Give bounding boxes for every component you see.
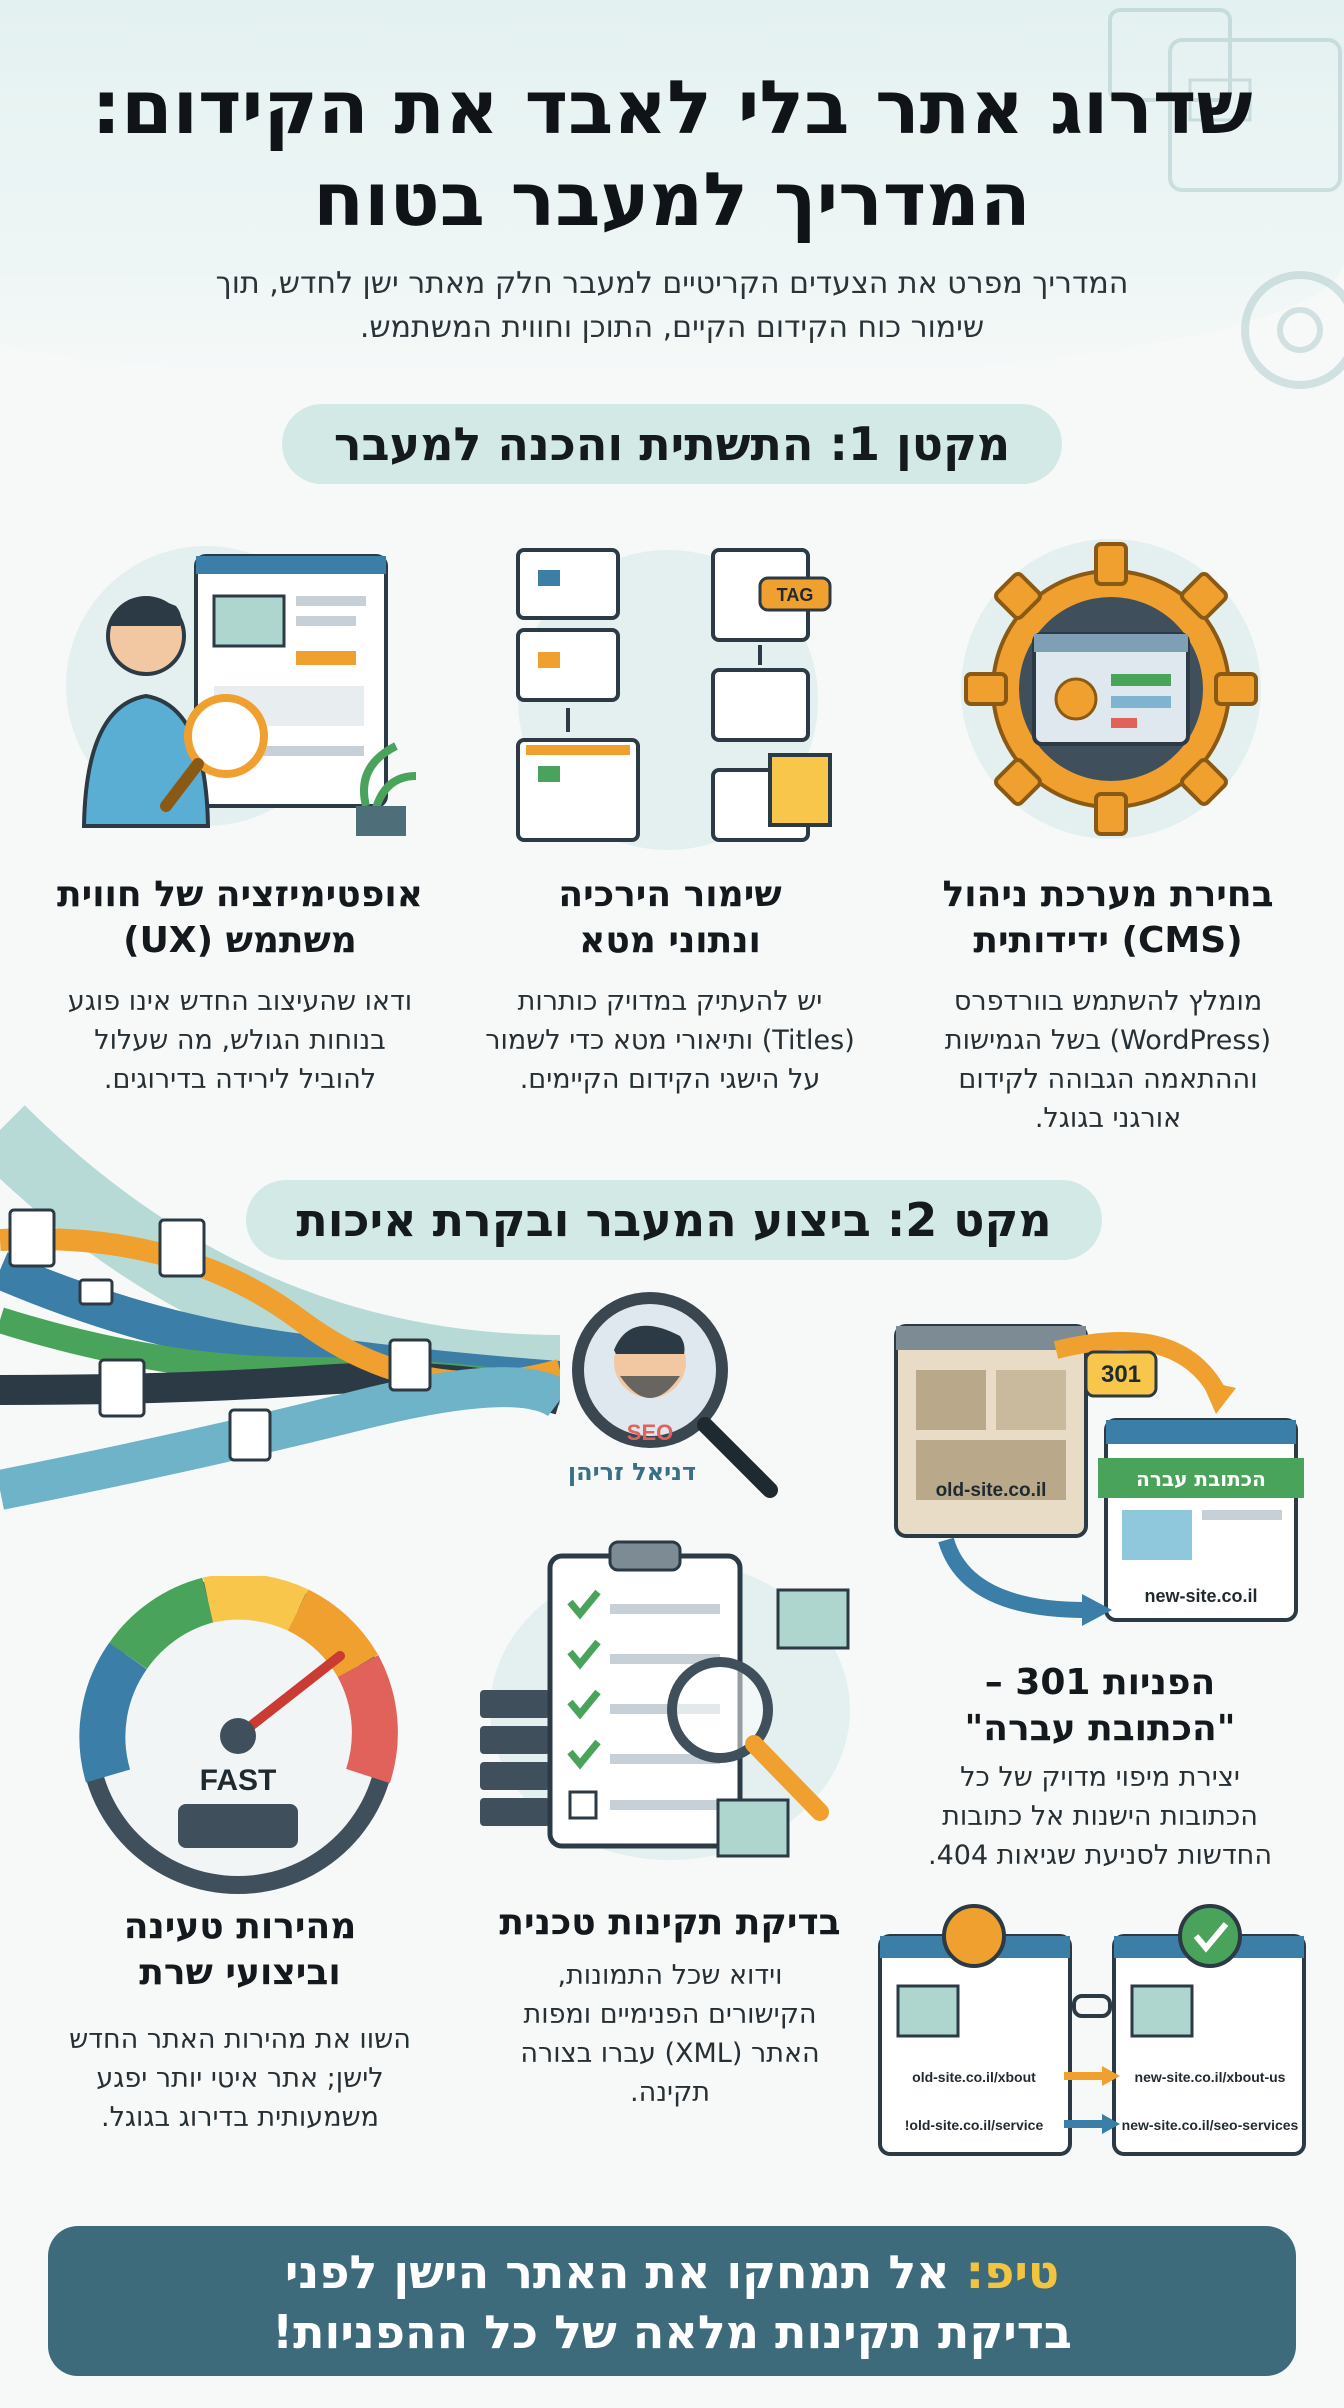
card-cms-body-line: מומלץ להשתמש בוורדפרס	[953, 986, 1263, 1017]
card-technical-title: בדיקת תקינות טכנית	[460, 1900, 880, 1946]
card-speed-title-line2: וביצועי שרת	[139, 1952, 341, 1993]
card-ux-body-line: בנוחות הגולש, מה שעלול	[94, 1025, 386, 1056]
title-line-2: המדריך למעבר בטוח	[313, 157, 1031, 243]
card-301-title-line2: "הכתובת עברה"	[964, 1708, 1236, 1749]
new-url-2: new-site.co.il/seo-services	[1122, 2117, 1299, 2133]
card-cms-body-line: וההתאמה הגבוהה לקידום	[958, 1064, 1258, 1095]
card-ux-body-line: ודאו שהעיצוב החדש אינו פוגע	[67, 986, 413, 1017]
subtitle-line-2: שימור כוח הקידום הקיים, התוכן וחווית המש…	[359, 310, 985, 345]
card-hierarchy-title-line2: ונתוני מטא	[579, 920, 761, 961]
card-301-title-line1: הפניות 301 –	[984, 1662, 1216, 1703]
card-technical-title-line1: בדיקת תקינות טכנית	[499, 1902, 841, 1943]
ux-person-icon	[66, 546, 417, 836]
card-hierarchy-body-line: על הישגי הקידום הקיימים.	[519, 1064, 821, 1095]
page-title: שדרוג אתר בלי לאבד את הקידום: המדריך למע…	[0, 62, 1344, 246]
author-name: דניאל זריהן	[567, 1458, 697, 1486]
checklist-icon	[480, 1540, 850, 1860]
card-technical-body: וידוא שכל התמונות, הקישורים הפנימיים ומפ…	[460, 1956, 880, 2112]
card-cms-body: מומלץ להשתמש בוורדפרס (WordPress) בשל הג…	[900, 982, 1316, 1138]
card-hierarchy-body-line: יש להעתיק במדויק כותרות	[517, 986, 823, 1017]
card-ux-title: אופטימיזציה של חווית משתמש (UX)	[30, 872, 450, 964]
old-site-label: old-site.co.il	[936, 1480, 1047, 1501]
title-line-1: שדרוג אתר בלי לאבד את הקידום:	[91, 65, 1253, 151]
card-technical-body-line: וידוא שכל התמונות,	[557, 1960, 783, 1991]
section1-heading: מקטן 1: התשתית והכנה למעבר	[282, 404, 1062, 484]
speed-label: FAST	[200, 1764, 277, 1797]
card-301-body-line: החדשות לסניעת שגיאות 404.	[928, 1840, 1272, 1871]
card-cms-title-line1: בחירת מערכת ניהול	[942, 874, 1274, 915]
card-301-body-line: הכתובות הישנות אל כתובות	[942, 1801, 1258, 1832]
seo-badge: SEO	[627, 1420, 673, 1445]
card-ux-body-line: להוביל לירידה בדירוגים.	[103, 1064, 377, 1095]
redirect-301-icon: old-site.co.il 301 הכתובת עברה new-site.…	[894, 1324, 1304, 1626]
author-avatar: SEO	[572, 1292, 778, 1498]
cms-gear-icon	[961, 539, 1261, 839]
card-cms-body-line: אורגני בגוגל.	[1034, 1103, 1182, 1134]
card-technical-body-line: האתר (XML) עברו בצורה	[520, 2038, 820, 2069]
tip-line-1: טיפ: אל תמחקו את האתר הישן לפני	[48, 2242, 1296, 2302]
card-hierarchy-body: יש להעתיק במדויק כותרות (Titles) ותיאורי…	[460, 982, 880, 1099]
decorative-screens-icon	[1108, 8, 1344, 389]
card-speed-body-line: השוו את מהירות האתר החדש	[69, 2024, 411, 2055]
data-stream-icon	[0, 1105, 560, 1510]
speedometer-icon: FAST	[79, 1576, 398, 1894]
page-subtitle: המדריך מפרט את הצעדים הקריטיים למעבר חלק…	[140, 262, 1204, 350]
header-background	[0, 0, 1344, 380]
card-cms-title: בחירת מערכת ניהול (CMS) ידידותית	[898, 872, 1318, 964]
card-301-body-line: יצירת מיפוי מדויק של כל	[960, 1762, 1240, 1793]
card-ux-body: ודאו שהעיצוב החדש אינו פוגע בנוחות הגולש…	[30, 982, 450, 1099]
card-ux-title-line2: משתמש (UX)	[123, 920, 357, 961]
card-speed-body: השוו את מהירות האתר החדש לישן; אתר איטי …	[30, 2020, 450, 2137]
url-mapping-icon: old-site.co.il/xbout new-site.co.il/xbou…	[878, 1904, 1306, 2156]
old-url-1: old-site.co.il/xbout	[912, 2069, 1036, 2085]
subtitle-line-1: המדריך מפרט את הצעדים הקריטיים למעבר חלק…	[215, 266, 1129, 301]
new-site-label: new-site.co.il	[1144, 1586, 1257, 1606]
new-url-1: new-site.co.il/xbout-us	[1135, 2069, 1286, 2085]
card-hierarchy-title-line1: שימור הירכיה	[558, 874, 782, 915]
card-cms-title-line2: (CMS) ידידותית	[973, 920, 1243, 961]
section2-heading: מקט 2: ביצוע המעבר ובקרת איכות	[246, 1180, 1102, 1260]
card-speed-body-line: לישן; אתר איטי יותר יפגע	[96, 2063, 384, 2094]
card-hierarchy-body-line: (Titles) ותיאורי מטא כדי לשמור	[485, 1025, 855, 1056]
tip-label: טיפ:	[965, 2245, 1060, 2299]
card-hierarchy-title: שימור הירכיה ונתוני מטא	[460, 872, 880, 964]
redirect-code: 301	[1101, 1361, 1141, 1388]
card-speed-body-line: משמעותית בדירוג בגוגל.	[100, 2102, 379, 2133]
card-speed-title-line1: מהירות טעינה	[123, 1906, 357, 1947]
hierarchy-diagram-icon: TAG	[516, 548, 832, 850]
card-speed-title: מהירות טעינה וביצועי שרת	[30, 1904, 450, 1996]
tag-label: TAG	[777, 585, 814, 605]
new-banner-label: הכתובת עברה	[1136, 1467, 1266, 1491]
card-ux-title-line1: אופטימיזציה של חווית	[57, 874, 423, 915]
card-technical-body-line: הקישורים הפנימיים ומפות	[523, 1999, 817, 2030]
tip-line-2: בדיקת תקינות מלאה של כל ההפניות!	[272, 2305, 1072, 2359]
old-url-2: old-site.co.il/service!	[905, 2117, 1044, 2133]
card-cms-body-line: (WordPress) בשל הגמישות	[944, 1025, 1272, 1056]
card-technical-body-line: תקינה.	[630, 2077, 710, 2108]
card-301-title: הפניות 301 – "הכתובת עברה"	[900, 1660, 1300, 1752]
card-301-body: יצירת מיפוי מדויק של כל הכתובות הישנות א…	[880, 1758, 1320, 1875]
tip-text-1: אל תמחקו את האתר הישן לפני	[284, 2245, 966, 2299]
tip-box: טיפ: אל תמחקו את האתר הישן לפני בדיקת תק…	[48, 2226, 1296, 2376]
